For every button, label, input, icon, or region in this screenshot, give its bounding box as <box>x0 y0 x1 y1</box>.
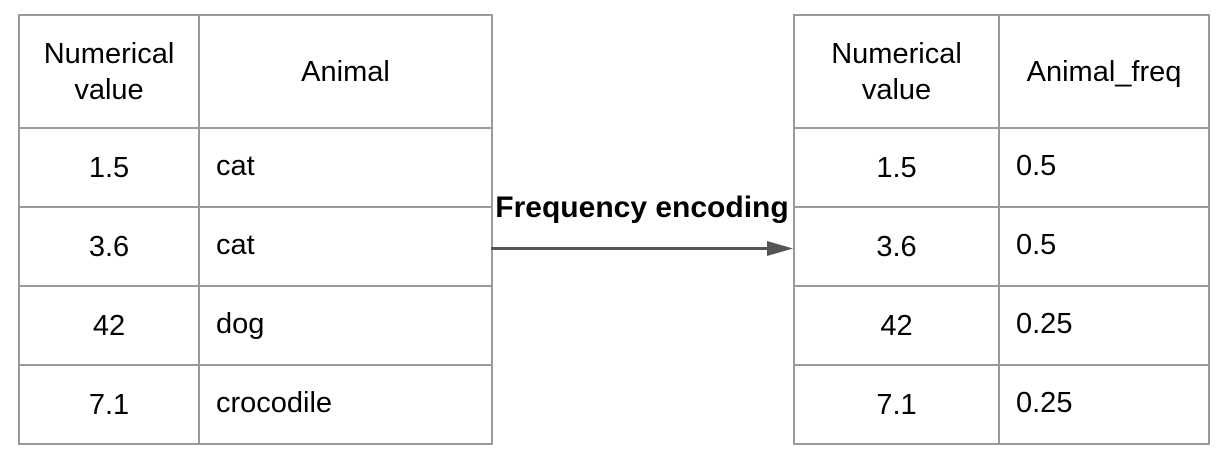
table-row: 7.1 0.25 <box>793 364 1210 445</box>
table-cell: 1.5 <box>18 127 200 208</box>
table-row: 3.6 0.5 <box>793 206 1210 287</box>
column-header-animal: Animal <box>198 14 493 129</box>
column-header-animal-freq: Animal_freq <box>998 14 1210 129</box>
column-header-numerical-value: Numerical value <box>793 14 1000 129</box>
table-row: 3.6 cat <box>18 206 493 287</box>
table-cell: 3.6 <box>793 206 1000 287</box>
table-cell: 0.25 <box>998 285 1210 366</box>
table-cell: 3.6 <box>18 206 200 287</box>
table-cell: 0.5 <box>998 127 1210 208</box>
right-arrow-icon <box>491 241 793 256</box>
table-cell: 1.5 <box>793 127 1000 208</box>
table-cell: 42 <box>793 285 1000 366</box>
header-row: Numerical value Animal <box>18 14 493 129</box>
table-cell: 7.1 <box>18 364 200 445</box>
table-cell: 42 <box>18 285 200 366</box>
original-data-table: Numerical value Animal 1.5 cat 3.6 cat 4… <box>18 14 493 445</box>
table-row: 42 0.25 <box>793 285 1210 366</box>
table-cell: dog <box>198 285 493 366</box>
table-cell: 7.1 <box>793 364 1000 445</box>
table-cell: 0.5 <box>998 206 1210 287</box>
header-row: Numerical value Animal_freq <box>793 14 1210 129</box>
table-cell: 0.25 <box>998 364 1210 445</box>
table-cell: cat <box>198 206 493 287</box>
frequency-encoding-label: Frequency encoding <box>495 191 789 224</box>
encoded-data-table: Numerical value Animal_freq 1.5 0.5 3.6 … <box>793 14 1210 445</box>
table-row: 1.5 0.5 <box>793 127 1210 208</box>
table-cell: crocodile <box>198 364 493 445</box>
table-row: 42 dog <box>18 285 493 366</box>
table-row: 1.5 cat <box>18 127 493 208</box>
table-cell: cat <box>198 127 493 208</box>
column-header-numerical-value: Numerical value <box>18 14 200 129</box>
table-row: 7.1 crocodile <box>18 364 493 445</box>
